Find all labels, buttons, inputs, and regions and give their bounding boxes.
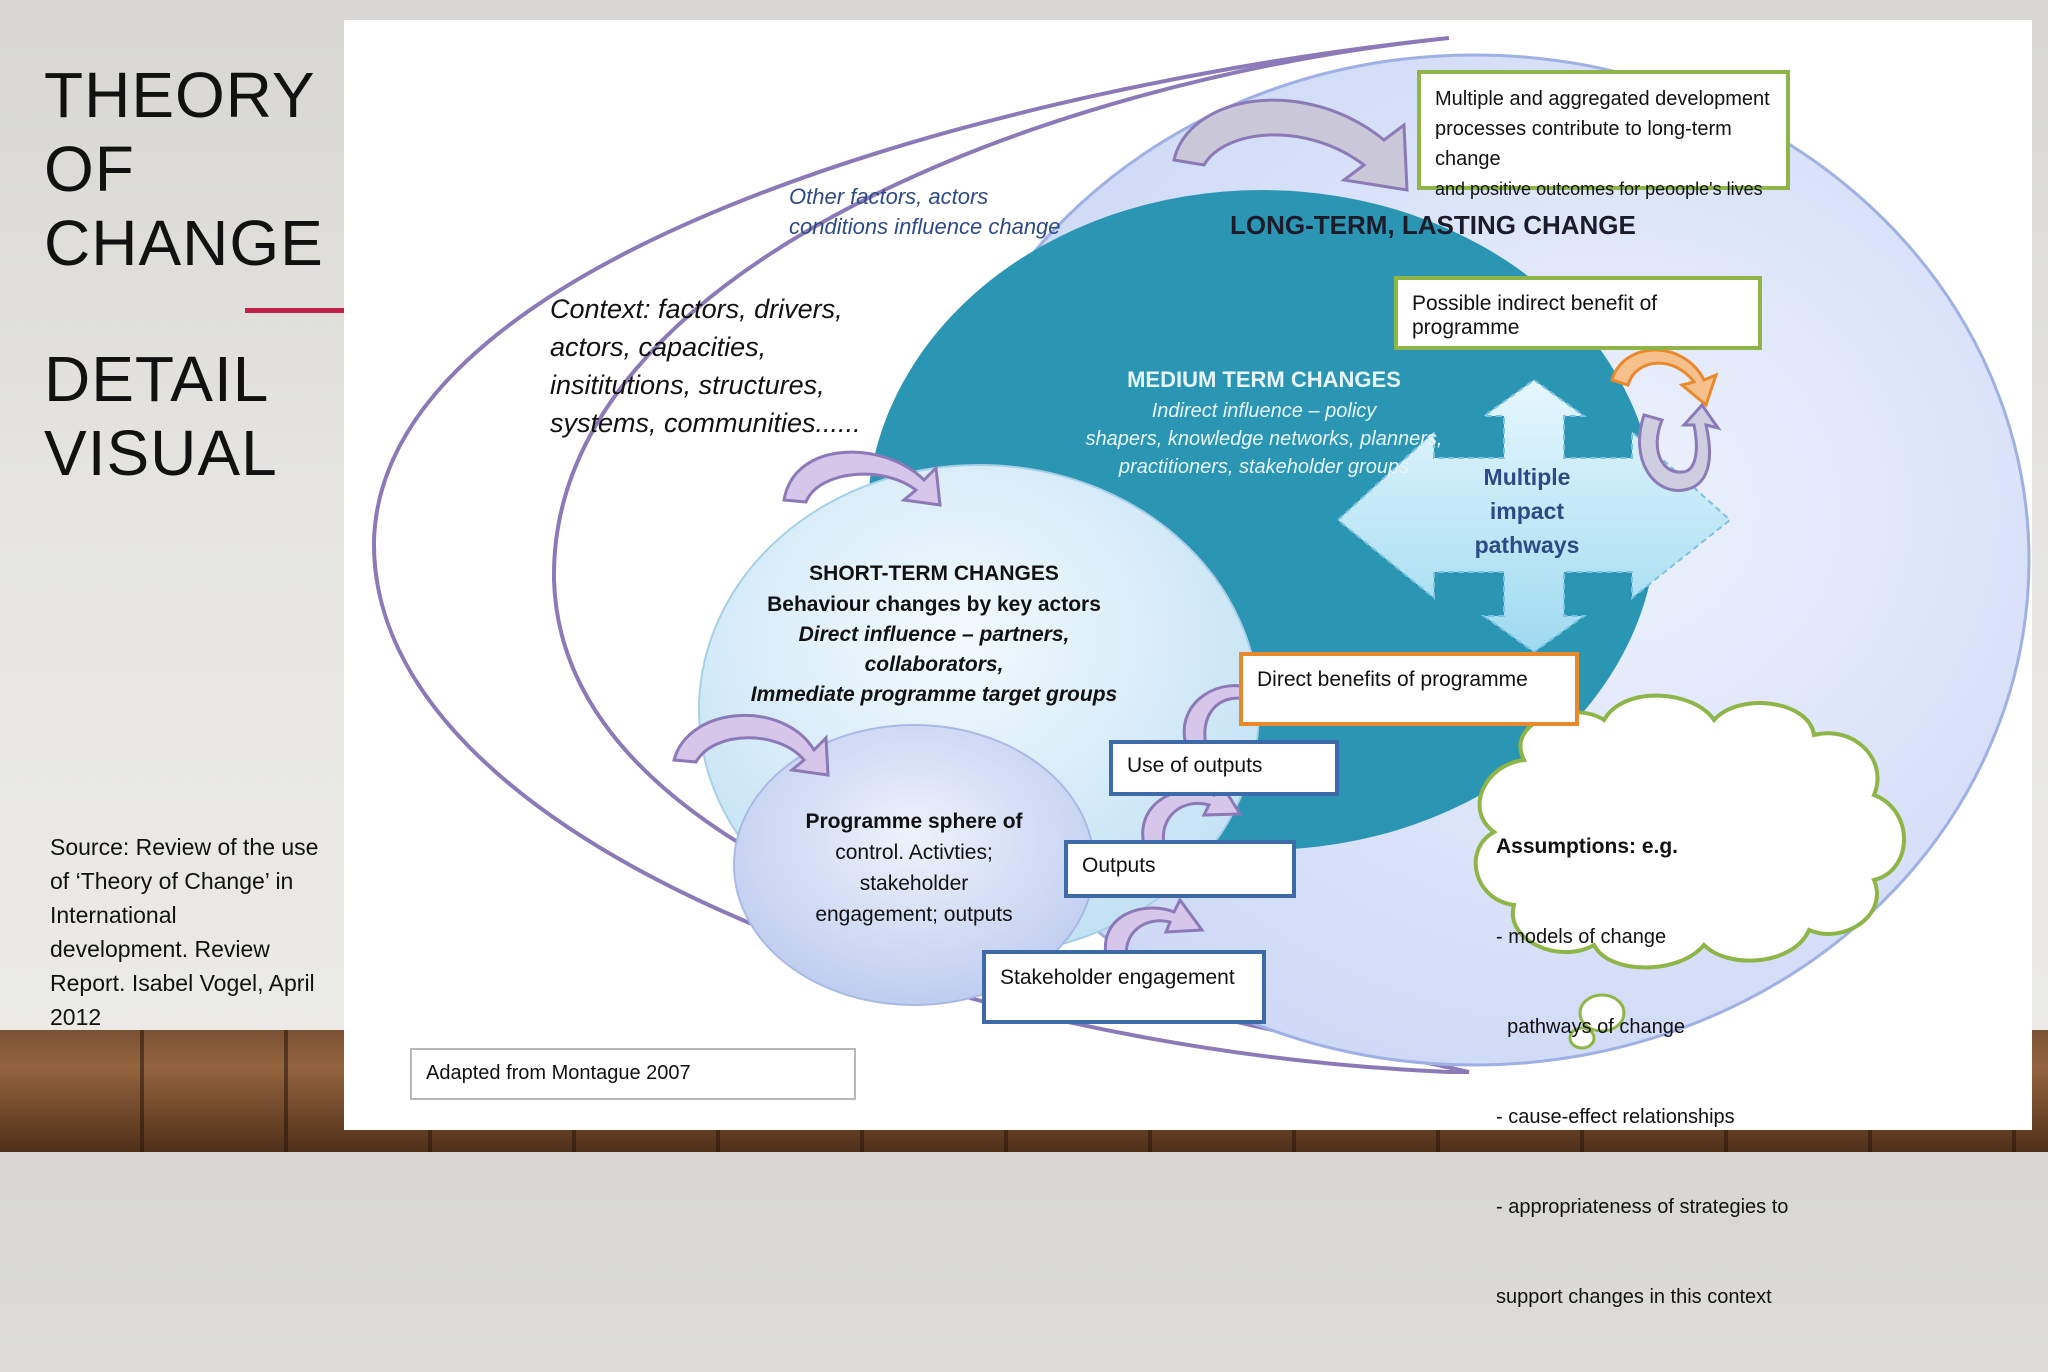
top-curved-arrow	[1172, 98, 1409, 192]
theory-of-change-diagram: Multiple and aggregated development proc…	[344, 20, 2032, 1308]
context-swoosh	[371, 36, 1470, 1074]
medium-term-title: MEDIUM TERM CHANGES	[1127, 367, 1401, 392]
pathways-line: impact	[1489, 498, 1565, 524]
sphere-title: Programme sphere of	[805, 810, 1023, 833]
assumptions-text: Assumptions: e.g. - models of change pat…	[1496, 772, 1788, 1372]
orange-loop-arrow	[1610, 348, 1719, 408]
long-term-box: Multiple and aggregated development proc…	[1417, 70, 1790, 199]
pathways-text: Multiple impact pathways	[1452, 460, 1602, 562]
sphere-line: stakeholder	[859, 872, 969, 895]
adapted-from-box: Adapted from Montague 2007	[410, 1048, 856, 1100]
medium-term-line: Indirect influence – policy	[1151, 400, 1377, 422]
direct-benefits-box: Direct benefits of programme	[1239, 652, 1579, 726]
stakeholder-engagement-box: Stakeholder engagement	[982, 950, 1266, 1024]
source-caption: Source: Review of the use of ‘Theory of …	[50, 834, 319, 1030]
cloud-bubble-small	[1568, 1026, 1596, 1050]
outputs-box: Outputs	[1064, 840, 1296, 898]
use-of-outputs-box: Use of outputs	[1109, 740, 1339, 796]
short-term-title: SHORT-TERM CHANGES	[809, 562, 1059, 585]
sphere-line: engagement; outputs	[815, 903, 1013, 926]
context-line: systems, communities......	[550, 408, 861, 438]
context-text: Context: factors, drivers, actors, capac…	[550, 290, 861, 442]
pathways-line: Multiple	[1483, 464, 1571, 490]
assumptions-line: - appropriateness of strategies to	[1496, 1196, 1789, 1218]
other-factors-line: conditions influence change	[789, 214, 1061, 239]
title-line: CHANGE	[44, 207, 324, 279]
medium-term-text: MEDIUM TERM CHANGES Indirect influence –…	[984, 363, 1544, 481]
short-term-line: Behaviour changes by key actors	[767, 593, 1101, 616]
medium-term-line: shapers, knowledge networks, planners,	[1085, 428, 1443, 450]
long-term-box-line: processes contribute to long-term change	[1435, 118, 1732, 170]
subtitle-line: DETAIL	[44, 343, 270, 415]
assumptions-cloud	[1473, 693, 1906, 970]
curved-arrow-context	[782, 450, 942, 507]
medium-term-line: practitioners, stakeholder groups	[1118, 456, 1410, 478]
context-line: insititutions, structures,	[550, 370, 825, 400]
pathways-line: pathways	[1474, 532, 1580, 558]
short-term-text: SHORT-TERM CHANGES Behaviour changes by …	[734, 558, 1134, 710]
indirect-benefit-box: Possible indirect benefit of programme	[1394, 276, 1762, 350]
title-line: THEORY	[44, 59, 316, 131]
long-term-box-line: and positive outcomes for peoople's live…	[1435, 179, 1763, 199]
assumptions-line: pathways of change	[1496, 1016, 1686, 1038]
short-term-italic-line: Immediate programme target groups	[750, 683, 1118, 706]
long-term-box-line: Multiple and aggregated development	[1435, 88, 1770, 110]
title-line: OF	[44, 133, 135, 205]
assumptions-line: - models of change	[1496, 926, 1667, 948]
long-term-title: LONG-TERM, LASTING CHANGE	[1230, 210, 1636, 240]
curved-arrow-short	[672, 713, 830, 777]
sphere-text: Programme sphere of control. Activties; …	[779, 806, 1049, 930]
other-factors-text: Other factors, actors conditions influen…	[789, 182, 1061, 242]
slide-title: THEORY OF CHANGE DETAIL VISUAL	[44, 58, 324, 490]
assumptions-line: - cause-effect relationships	[1496, 1106, 1735, 1128]
curved-arrow-outputs	[1141, 778, 1243, 847]
short-term-italic-line: collaborators,	[864, 653, 1004, 676]
gray-loop-arrow	[1638, 402, 1722, 492]
subtitle-line: VISUAL	[44, 417, 278, 489]
assumptions-line: support changes in this context	[1496, 1286, 1772, 1308]
curved-arrow-stakeholder	[1103, 897, 1205, 962]
assumptions-title: Assumptions: e.g.	[1496, 835, 1679, 858]
accent-divider	[245, 308, 345, 313]
context-line: Context: factors, drivers,	[550, 294, 843, 324]
cloud-bubble-large	[1578, 993, 1626, 1033]
sphere-line: control. Activties;	[835, 841, 993, 864]
short-term-italic-line: Direct influence – partners,	[798, 623, 1070, 646]
context-line: actors, capacities,	[550, 332, 767, 362]
other-factors-line: Other factors, actors	[789, 184, 989, 209]
